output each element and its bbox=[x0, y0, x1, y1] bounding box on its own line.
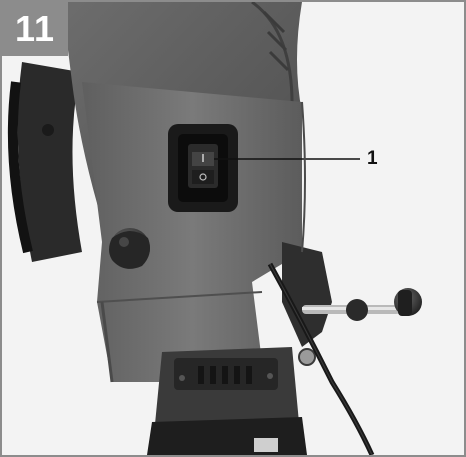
disc-housing bbox=[7, 62, 82, 262]
rocker-switch-icon bbox=[168, 124, 238, 212]
device-base bbox=[147, 347, 307, 455]
body-edge bbox=[301, 101, 306, 253]
callout-label-1: 1 bbox=[367, 148, 378, 169]
guide-rod-assembly bbox=[282, 242, 422, 366]
figure-number-badge: 11 bbox=[2, 2, 68, 56]
star-knob-icon bbox=[109, 228, 150, 269]
device-body bbox=[82, 82, 302, 383]
